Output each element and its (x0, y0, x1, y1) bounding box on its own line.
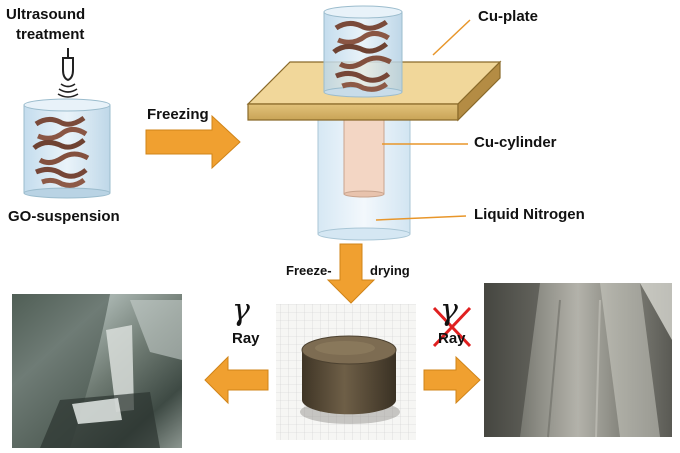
cu-cylinder-label: Cu-cylinder (474, 134, 557, 151)
ultrasound-probe-icon (57, 48, 79, 98)
gamma-left-label: γ (232, 293, 250, 328)
ray-left-label: Ray (232, 330, 260, 347)
freeze-drying-arrow (326, 243, 376, 304)
freezing-label: Freezing (147, 106, 209, 123)
drying-label: drying (370, 263, 410, 278)
treatment-label: treatment (16, 26, 85, 43)
ultrasound-label: Ultrasound (6, 6, 86, 23)
gamma-right-label: γ (440, 293, 458, 328)
ray-right-label: Ray (438, 330, 466, 347)
cu-plate-label: Cu-plate (478, 8, 538, 25)
middle-photo (276, 304, 416, 440)
freeze-label: Freeze- (286, 263, 332, 278)
liquid-nitrogen-label: Liquid Nitrogen (474, 206, 585, 223)
freezing-arrow (145, 114, 241, 170)
go-suspension-container (23, 98, 111, 199)
left-photo (12, 294, 182, 448)
no-gamma-ray-arrow-right (423, 355, 481, 405)
cu-cylinder (343, 117, 385, 198)
liquid-nitrogen-pointer (375, 215, 467, 221)
red-cross-icon (432, 306, 472, 348)
mold-container (323, 5, 403, 98)
cu-plate-pointer (432, 19, 471, 56)
gamma-ray-arrow-left (204, 355, 269, 405)
go-suspension-label: GO-suspension (8, 208, 120, 225)
right-photo (484, 283, 672, 438)
